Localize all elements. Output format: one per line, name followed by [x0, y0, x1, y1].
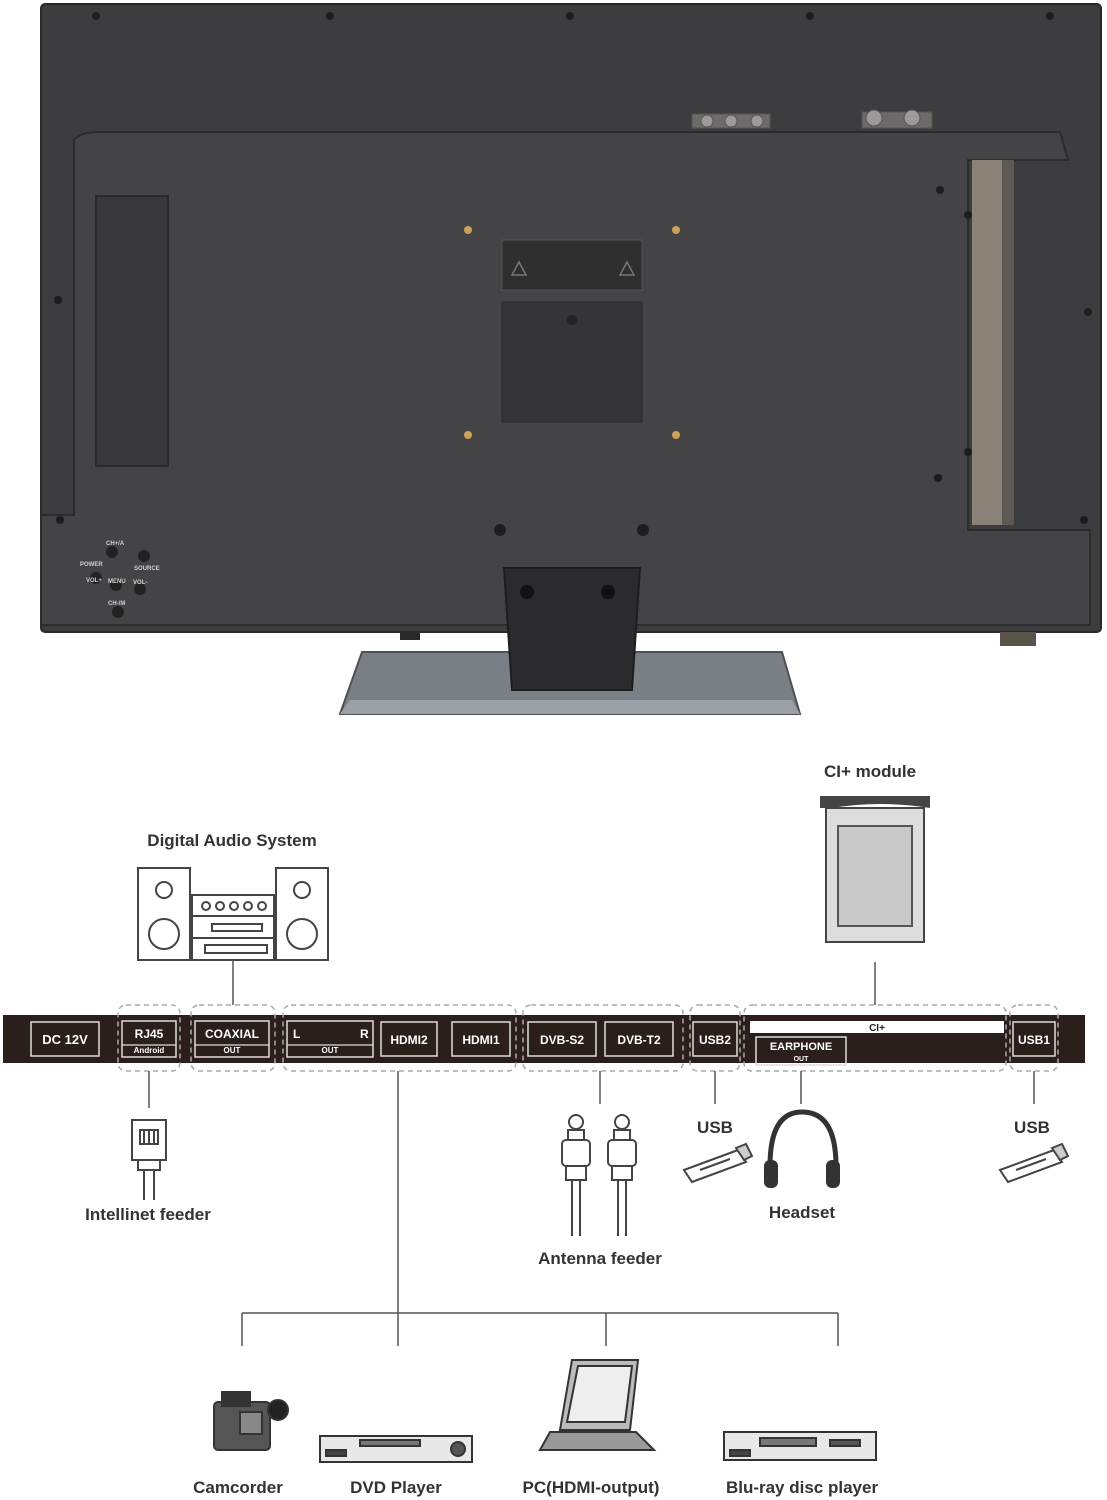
warning-label — [501, 239, 643, 291]
usb1-port-box — [1012, 1021, 1056, 1057]
hdmi2-label: HDMI2 — [390, 1033, 428, 1047]
headset-icon — [764, 1109, 840, 1188]
usb-right-label: USB — [1014, 1118, 1050, 1137]
vesa-holes — [464, 226, 680, 439]
dvbs2-port-box — [527, 1021, 597, 1057]
power-label: POWER — [80, 562, 103, 568]
coaxial-port-box — [194, 1020, 270, 1058]
coaxial-sub-label: OUT — [224, 1046, 241, 1055]
coaxial-group — [190, 1004, 276, 1072]
rj45-plug-icon — [131, 1119, 167, 1200]
earphone-port-box — [755, 1036, 847, 1066]
dvb-group — [522, 1004, 684, 1072]
audio-l-label: L — [293, 1027, 300, 1041]
dc-port-box — [30, 1021, 100, 1057]
antenna-label: Antenna feeder — [538, 1249, 662, 1268]
vesa-plate — [501, 301, 643, 423]
ci-module-icon — [820, 796, 930, 943]
screws — [54, 12, 1092, 536]
bluray-label: Blu-ray disc player — [726, 1478, 879, 1497]
port-panel — [3, 1015, 1085, 1063]
dvd-label: DVD Player — [350, 1478, 442, 1497]
hdmi1-port-box — [451, 1021, 511, 1057]
audio-r-label: R — [360, 1027, 369, 1041]
ci-label: CI+ — [869, 1023, 885, 1034]
source-label: SOURCE — [134, 566, 160, 572]
vol-up-label: VOL+ — [86, 578, 102, 584]
dvbs2-label: DVB-S2 — [540, 1033, 584, 1047]
usb1-label: USB1 — [1018, 1033, 1050, 1047]
top-connectors — [691, 109, 933, 129]
ci-module-label: CI+ module — [824, 762, 916, 781]
usb2-label: USB2 — [699, 1033, 731, 1047]
dvbt2-label: DVB-T2 — [617, 1033, 661, 1047]
laptop-icon — [538, 1359, 657, 1451]
earphone-sub-label: OUT — [794, 1056, 810, 1063]
camcorder-icon — [213, 1391, 289, 1451]
vol-down-label: VOL- — [133, 580, 147, 586]
ci-group — [743, 1004, 1007, 1072]
rj45-label: RJ45 — [135, 1027, 164, 1041]
audio-sub-label: OUT — [322, 1046, 339, 1055]
earphone-label: EARPHONE — [770, 1041, 832, 1053]
bluray-player-icon — [723, 1431, 877, 1461]
digital-audio-label: Digital Audio System — [147, 831, 316, 850]
usb2-port-box — [692, 1021, 738, 1057]
usb-stick-right-icon — [998, 1142, 1070, 1184]
hdmi1-label: HDMI1 — [462, 1033, 500, 1047]
rj45-group — [117, 1004, 181, 1072]
pc-label: PC(HDMI-output) — [523, 1478, 660, 1497]
tv-rear-photo: POWER CH+/A SOURCE VOL+ MENU VOL- CH-/M — [40, 3, 1102, 715]
menu-label: MENU — [108, 579, 126, 585]
dvbt2-port-box — [604, 1021, 674, 1057]
rj45-sub-label: Android — [134, 1046, 165, 1055]
ch-down-label: CH-/M — [108, 601, 125, 607]
handle-slot — [95, 195, 169, 467]
rj45-port-box — [121, 1020, 177, 1058]
coaxial-label: COAXIAL — [205, 1027, 259, 1041]
dvd-player-icon — [319, 1435, 473, 1463]
usb-left-label: USB — [697, 1118, 733, 1137]
tv-control-buttons: POWER CH+/A SOURCE VOL+ MENU VOL- CH-/M — [80, 541, 160, 618]
hdmi2-port-box — [380, 1021, 438, 1057]
av-hdmi-group — [282, 1004, 517, 1072]
antenna-connector-icon — [561, 1114, 637, 1236]
ch-up-label: CH+/A — [106, 541, 125, 547]
headset-label: Headset — [769, 1203, 835, 1222]
camcorder-label: Camcorder — [193, 1478, 283, 1497]
dc-label: DC 12V — [42, 1032, 88, 1047]
usb1-group — [1009, 1004, 1059, 1072]
side-port-strip — [972, 160, 1002, 525]
usb2-group — [689, 1004, 741, 1072]
usb-stick-left-icon — [682, 1142, 754, 1184]
intellinet-label: Intellinet feeder — [85, 1205, 211, 1224]
ci-slot — [750, 1021, 1004, 1033]
digital-audio-icon — [137, 867, 329, 961]
audio-port-box — [286, 1020, 374, 1058]
